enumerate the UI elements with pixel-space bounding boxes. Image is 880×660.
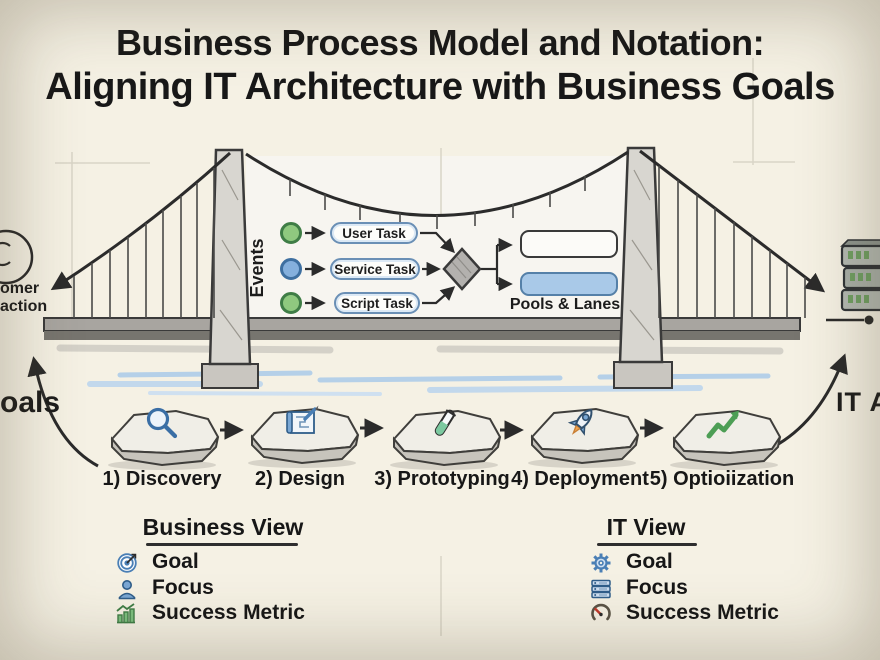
event-circle-green-1 xyxy=(280,222,302,244)
page-title-line-1: Business Process Model and Notation: xyxy=(115,22,765,63)
server-stack-icon xyxy=(826,239,880,325)
cable-hangers xyxy=(73,166,806,318)
task-box-script: Script Task xyxy=(334,292,420,314)
page-title-line-2: Aligning IT Architecture with Business G… xyxy=(45,66,835,108)
gear-icon xyxy=(591,553,611,573)
it-view-underline xyxy=(597,543,697,546)
business-view-title: Business View xyxy=(142,514,304,540)
it-success-metric-label: Success Metric xyxy=(626,601,779,624)
magnifier-icon xyxy=(146,407,178,439)
gateway-hatch xyxy=(451,256,472,279)
right-tower-base xyxy=(613,361,673,389)
bar-chart-icon xyxy=(116,603,135,624)
step-arrows xyxy=(220,418,664,440)
it-view-title: IT View xyxy=(606,514,686,540)
blueprint-icon xyxy=(286,405,319,434)
customer-interaction-label-line-2: action xyxy=(0,298,48,315)
business-goals-label: oals xyxy=(0,386,61,419)
pool-lane-white xyxy=(520,230,618,258)
step-label-design: 2) Design xyxy=(254,468,346,490)
business-view-underline xyxy=(146,543,298,546)
left-tower-base xyxy=(201,363,259,389)
step-label-discovery: 1) Discovery xyxy=(102,468,222,490)
bridge-deck xyxy=(43,317,801,340)
it-focus-label: Focus xyxy=(626,576,688,599)
business-success-metric-label: Success Metric xyxy=(152,601,305,624)
customer-interaction-label-line-1: omer xyxy=(0,280,40,297)
task-box-service: Service Task xyxy=(330,258,420,280)
customer-smiley-icon xyxy=(0,229,34,285)
gauge-icon xyxy=(591,603,611,621)
it-goal-label: Goal xyxy=(626,550,673,573)
target-icon xyxy=(117,553,137,573)
event-circle-green-2 xyxy=(280,292,302,314)
server-rack-icon xyxy=(591,579,611,599)
rocket-icon xyxy=(567,409,593,436)
step-label-optimization: 5) Optioiization xyxy=(649,468,795,490)
bpmn-connectors xyxy=(305,225,513,311)
person-icon xyxy=(118,580,136,600)
test-tube-icon xyxy=(434,409,457,436)
it-architecture-label: IT A xyxy=(836,387,880,417)
pool-lane-blue xyxy=(520,272,618,296)
business-goal-label: Goal xyxy=(152,550,199,573)
events-label: Events xyxy=(247,238,267,298)
business-focus-label: Focus xyxy=(152,576,214,599)
process-stones xyxy=(108,407,782,470)
bridge-towers xyxy=(208,146,664,366)
step-label-prototyping: 3) Prototyping xyxy=(374,468,510,490)
event-circle-blue xyxy=(280,258,302,280)
pools-lanes-label: Pools & Lanes xyxy=(509,296,621,313)
sketch-guide-lines xyxy=(55,58,795,636)
growth-arrow-icon xyxy=(706,410,739,439)
task-box-user: User Task xyxy=(330,222,418,244)
gateway-diamond-icon xyxy=(442,247,482,291)
step-label-deployment: 4) Deployment xyxy=(511,468,649,490)
